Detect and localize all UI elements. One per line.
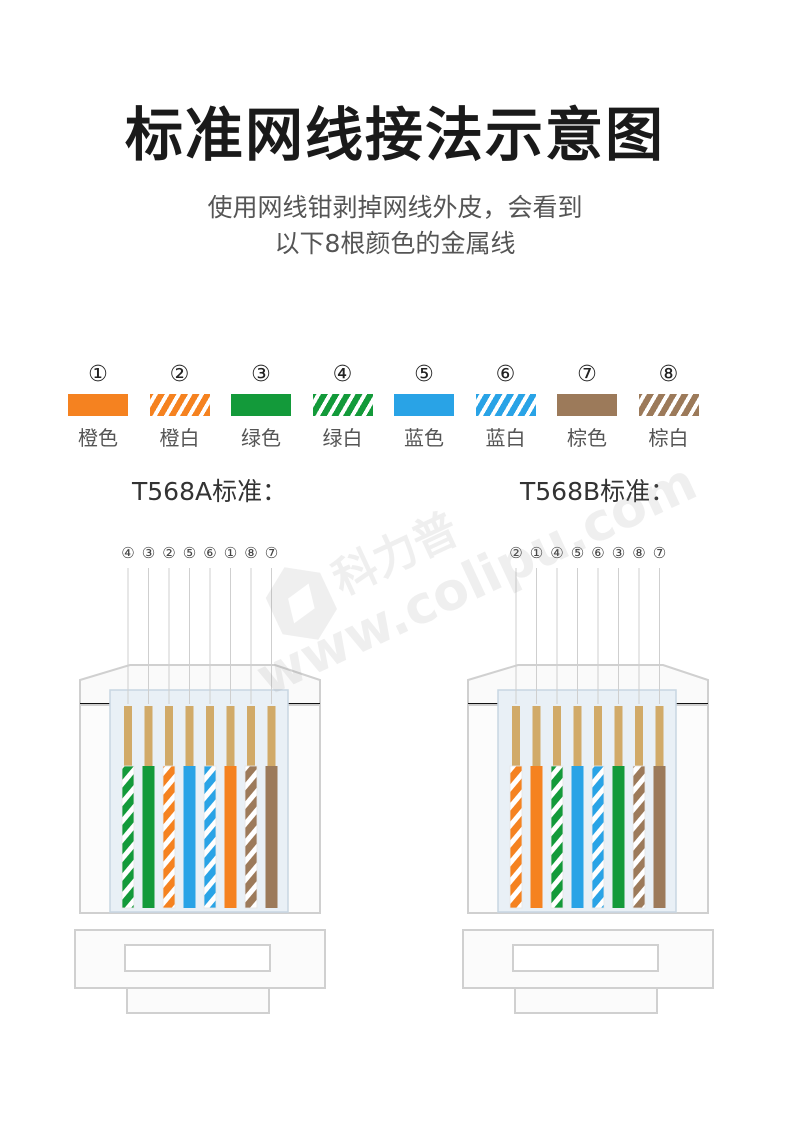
- pin-order-label: ④: [121, 544, 135, 562]
- legend-number: ①: [88, 362, 108, 387]
- pin-contact: [247, 706, 255, 766]
- wire-blue-white: [591, 765, 605, 909]
- pin-contact: [614, 706, 623, 766]
- legend-item: ⑧ 棕白: [629, 360, 709, 451]
- pin-order-label: ①: [529, 544, 544, 562]
- legend-item: ⑤ 蓝色: [384, 360, 464, 451]
- pin-order-label: ③: [141, 544, 156, 562]
- legend-number: ④: [332, 362, 353, 387]
- legend-label: 绿色: [241, 426, 281, 450]
- standard-label-t568b: T568B标准：: [520, 477, 676, 506]
- pin-contact: [655, 706, 664, 766]
- legend-label: 绿白: [322, 426, 363, 450]
- pin-contact: [553, 706, 561, 766]
- legend-swatch: [557, 394, 617, 416]
- legend-number: ⑧: [658, 362, 679, 387]
- pin-order-label: ⑤: [182, 544, 197, 562]
- cable-stub: [126, 987, 270, 1014]
- wire-orange-white: [509, 765, 523, 909]
- plug-boot-slot: [124, 944, 271, 972]
- legend-label: 蓝白: [485, 426, 526, 450]
- legend-label: 棕色: [567, 426, 607, 450]
- legend-swatch: [231, 394, 291, 416]
- pin-contact: [226, 706, 235, 766]
- legend-item: ⑦ 棕色: [547, 360, 627, 451]
- pin-order-label: ②: [162, 544, 176, 562]
- pin-order-label: ③: [611, 544, 626, 562]
- legend-item: ① 橙色: [58, 360, 138, 451]
- wire-blue-white: [203, 765, 217, 909]
- legend-item: ② 橙白: [140, 360, 220, 451]
- legend-number: ⑦: [577, 362, 597, 387]
- wire-brown-white: [632, 765, 646, 909]
- plug-boot-slot: [512, 944, 659, 972]
- wire-green: [612, 766, 625, 908]
- pin-contact: [165, 706, 173, 766]
- wire-brown: [265, 766, 278, 908]
- wire-brown: [653, 766, 666, 908]
- subtitle-line-1: 使用网线钳剥掉网线外皮，会看到: [207, 193, 583, 222]
- legend-swatch: [312, 394, 373, 416]
- legend-swatch: [149, 394, 210, 416]
- pin-contact: [185, 706, 194, 766]
- legend-number: ③: [251, 362, 271, 387]
- pin-contact: [206, 706, 214, 766]
- wire-green-white: [550, 765, 564, 909]
- page-title: 标准网线接法示意图: [124, 101, 665, 169]
- pin-order-label: ⑦: [264, 544, 279, 562]
- pin-contact: [594, 706, 602, 766]
- wire-green-white: [121, 765, 135, 909]
- wire-orange: [224, 766, 237, 908]
- subtitle: 使用网线钳剥掉网线外皮，会看到 以下8根颜色的金属线: [0, 190, 790, 262]
- pin-order-label: ①: [223, 544, 238, 562]
- pin-order-label: ⑧: [632, 544, 646, 562]
- pin-contact: [124, 706, 132, 766]
- pin-order-label: ⑥: [203, 544, 217, 562]
- wire-blue: [571, 766, 584, 908]
- standard-label-t568a: T568A标准：: [132, 477, 288, 506]
- legend-number: ⑤: [414, 362, 434, 387]
- rj45-plug: [74, 568, 326, 1014]
- legend-item: ④ 绿白: [303, 360, 383, 451]
- legend-label: 蓝色: [404, 426, 444, 450]
- rj45-plug: [462, 568, 714, 1014]
- legend-swatch: [638, 394, 699, 416]
- pin-contact: [144, 706, 153, 766]
- pin-order-label: ⑦: [652, 544, 667, 562]
- pin-order-label: ④: [550, 544, 564, 562]
- plug-window: [109, 689, 289, 913]
- wire-orange: [530, 766, 543, 908]
- pin-order-label: ⑥: [591, 544, 605, 562]
- legend-number: ②: [169, 362, 190, 387]
- cable-stub: [514, 987, 658, 1014]
- pin-order-label: ②: [509, 544, 523, 562]
- plug-window: [497, 689, 677, 913]
- pin-order-label: ⑧: [244, 544, 258, 562]
- legend-label: 橙白: [159, 426, 200, 450]
- legend-label: 棕白: [648, 426, 689, 450]
- legend-item: ③ 绿色: [221, 360, 301, 451]
- pin-contact: [635, 706, 643, 766]
- wire-green: [142, 766, 155, 908]
- legend-number: ⑥: [495, 362, 516, 387]
- pin-order-label: ⑤: [570, 544, 585, 562]
- legend-item: ⑥ 蓝白: [466, 360, 546, 451]
- wire-orange-white: [162, 765, 176, 909]
- legend-swatch: [475, 394, 536, 416]
- pin-contact: [267, 706, 276, 766]
- wire-blue: [183, 766, 196, 908]
- legend-swatch: [394, 394, 454, 416]
- legend-label: 橙色: [78, 426, 118, 450]
- pin-contact: [532, 706, 541, 766]
- pin-contact: [573, 706, 582, 766]
- subtitle-line-2: 以下8根颜色的金属线: [274, 229, 516, 258]
- legend-swatch: [68, 394, 128, 416]
- pin-contact: [512, 706, 520, 766]
- wire-brown-white: [244, 765, 258, 909]
